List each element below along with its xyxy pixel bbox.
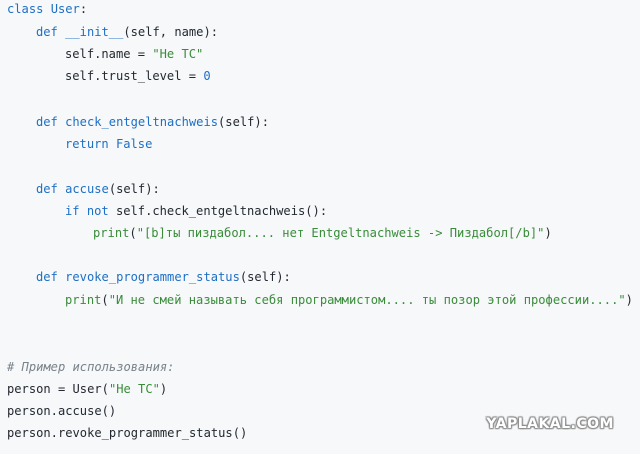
builtin-print: print <box>65 293 102 307</box>
keyword: def <box>36 115 58 129</box>
code-line-3: self.name = "Не TC" <box>65 46 203 62</box>
code-text: self.check_entgeltnachweis(): <box>115 204 328 218</box>
code-line-11: print("[b]ты пиздабол.... нет Entgeltnac… <box>93 225 552 241</box>
comment: # Пример использования: <box>7 360 175 374</box>
code-line-19: person.accuse() <box>7 403 116 419</box>
site-watermark: YAPLAKAL.COM <box>486 416 614 432</box>
builtin-print: print <box>93 226 130 240</box>
code-line-1: class User: <box>7 1 87 17</box>
keyword: not <box>86 204 109 218</box>
function-name: check_entgeltnachweis <box>65 115 219 129</box>
code-text: ) <box>544 226 552 240</box>
keyword: def <box>36 270 58 284</box>
code-line-9: def accuse(self): <box>36 181 160 197</box>
string-literal: "И не смей называть себя программистом..… <box>108 293 626 307</box>
code-text: (self, name): <box>123 25 219 39</box>
boolean-literal: False <box>115 137 153 151</box>
code-text: ) <box>159 382 168 396</box>
code-text: person.accuse() <box>7 404 117 418</box>
keyword: class <box>7 2 44 16</box>
class-name: User <box>50 2 80 16</box>
string-literal: "Не TC" <box>108 382 160 396</box>
code-line-7: return False <box>65 136 152 152</box>
code-line-10: if not self.check_entgeltnachweis(): <box>65 203 327 219</box>
code-text: (self): <box>239 270 291 284</box>
code-text: (self): <box>108 182 160 196</box>
code-text: person.revoke_programmer_status() <box>7 426 248 440</box>
keyword: def <box>36 182 58 196</box>
code-line-4: self.trust_level = 0 <box>65 68 211 84</box>
code-text: : <box>79 2 88 16</box>
code-line-17: # Пример использования: <box>7 359 174 375</box>
code-text: (self): <box>218 115 269 129</box>
number-literal: 0 <box>203 69 211 83</box>
string-literal: "[b]ты пиздабол.... нет Entgeltnachweis … <box>136 226 545 240</box>
code-text: person = User( <box>7 382 109 396</box>
keyword: return <box>65 137 109 151</box>
code-line-13: def revoke_programmer_status(self): <box>36 269 291 285</box>
code-text: ( <box>101 293 109 307</box>
function-name: accuse <box>65 182 109 196</box>
keyword: if <box>65 204 80 218</box>
code-line-18: person = User("Не TC") <box>7 381 167 397</box>
function-name: revoke_programmer_status <box>65 270 240 284</box>
string-literal: "Не TC" <box>152 47 204 61</box>
code-line-20: person.revoke_programmer_status() <box>7 425 247 441</box>
code-line-6: def check_entgeltnachweis(self): <box>36 114 269 130</box>
code-line-2: def __init__(self, name): <box>36 24 218 40</box>
code-text: ( <box>129 226 137 240</box>
function-name: __init__ <box>65 25 124 39</box>
code-text: ) <box>625 293 633 307</box>
code-line-14: print("И не смей называть себя программи… <box>65 292 633 308</box>
code-text: self.trust_level = <box>65 69 204 83</box>
code-text: self.name = <box>65 47 153 61</box>
keyword: def <box>36 25 58 39</box>
